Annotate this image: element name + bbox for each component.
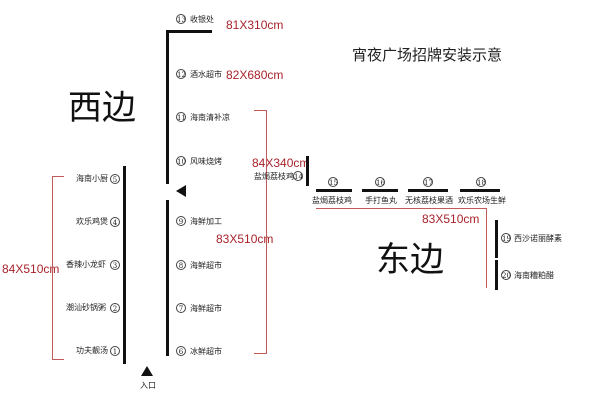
diagram-title: 宵夜广场招牌安装示意: [352, 46, 503, 64]
east-item-label-20: 海南糟粕醋: [514, 271, 554, 280]
east-item-label-18: 欢乐农场生鲜: [458, 196, 506, 205]
center-item-number-10: 10: [176, 156, 186, 166]
left-bracket: [52, 176, 54, 360]
east-item-label-17: 无核荔枝果酒: [405, 196, 453, 205]
left-item-label: 潮汕砂锅粥: [66, 303, 106, 312]
center-item-number-13: 13: [176, 14, 186, 24]
east-item-label-14: 盐焗荔枝鸡: [254, 172, 294, 181]
center-item-number-9: 9: [176, 216, 186, 226]
center-wall-upper: [166, 30, 169, 184]
center-bracket-bottom: [254, 353, 266, 354]
east-item-number-20: 20: [501, 270, 511, 280]
entrance-label: 入口: [140, 381, 156, 390]
center-item-label-10: 风味烧烤: [190, 157, 222, 166]
center-item-number-6: 6: [176, 346, 186, 356]
dimension-label-12: 82X680cm: [226, 68, 284, 82]
left-item-number: 4: [110, 217, 120, 227]
center-item-number-8: 8: [176, 260, 186, 270]
east-item-label-16: 手打鱼丸: [365, 196, 397, 205]
center-item-number-12: 12: [176, 69, 186, 79]
center-wall-lower: [166, 200, 169, 356]
west-area-label: 西边: [68, 88, 136, 128]
center-item-label-7: 海鲜超市: [190, 304, 222, 313]
dimension-label-14: 84X340cm: [252, 156, 310, 170]
left-item-label: 香辣小龙虾: [66, 260, 106, 269]
east-bracket: [316, 208, 486, 209]
center-item-number-7: 7: [176, 303, 186, 313]
center-item-label-11: 海南清补凉: [190, 113, 230, 122]
center-bracket: [266, 110, 268, 354]
east-item-number-16: 16: [375, 177, 385, 187]
sign-bar-13: [168, 30, 212, 33]
entrance-arrow-icon: [141, 366, 153, 376]
east-item-label-19: 西沙诺丽酵素: [514, 234, 562, 243]
sign-bar-17: [408, 189, 448, 192]
left-bracket-bottom: [52, 359, 64, 360]
left-item-label: 欢乐鸡煲: [76, 217, 108, 226]
east-item-number-19: 19: [501, 233, 511, 243]
left-item-label: 功夫靓汤: [76, 346, 108, 355]
east-item-number-17: 17: [423, 177, 433, 187]
center-item-label-6: 冰鲜超市: [190, 347, 222, 356]
sign-bar-20: [495, 260, 498, 290]
east-area-label: 东边: [376, 240, 444, 280]
center-item-label-9: 海鲜加工: [190, 217, 222, 226]
left-item-number: 2: [110, 303, 120, 313]
east-item-number-14: 14: [293, 171, 303, 181]
sign-bar-15: [316, 189, 352, 192]
east-bracket-vertical: [486, 208, 487, 288]
dimension-label-13: 81X310cm: [226, 18, 284, 32]
dimension-label-east: 83X510cm: [422, 212, 480, 226]
left-wall: [123, 166, 126, 364]
left-item-number: 3: [110, 260, 120, 270]
center-item-label-8: 海鲜超市: [190, 261, 222, 270]
dimension-label-center: 83X510cm: [216, 232, 274, 246]
east-item-number-15: 15: [328, 177, 338, 187]
sign-bar-14: [306, 156, 309, 186]
center-item-number-11: 11: [176, 112, 186, 122]
left-item-label: 海南小厨: [76, 174, 108, 183]
center-item-label-12: 酒水超市: [190, 70, 222, 79]
sign-bar-19: [495, 220, 498, 258]
left-item-number: 5: [110, 174, 120, 184]
direction-arrow-icon: [176, 185, 186, 197]
sign-bar-16: [362, 189, 398, 192]
east-item-label-15: 盐焗荔枝鸡: [312, 196, 352, 205]
left-item-number: 1: [110, 346, 120, 356]
dimension-label-left: 84X510cm: [2, 262, 60, 276]
center-bracket-top: [254, 110, 266, 111]
east-item-number-18: 18: [476, 177, 486, 187]
left-bracket-top: [52, 176, 64, 177]
center-item-label-13: 收银处: [190, 15, 214, 24]
sign-bar-18: [460, 189, 500, 192]
